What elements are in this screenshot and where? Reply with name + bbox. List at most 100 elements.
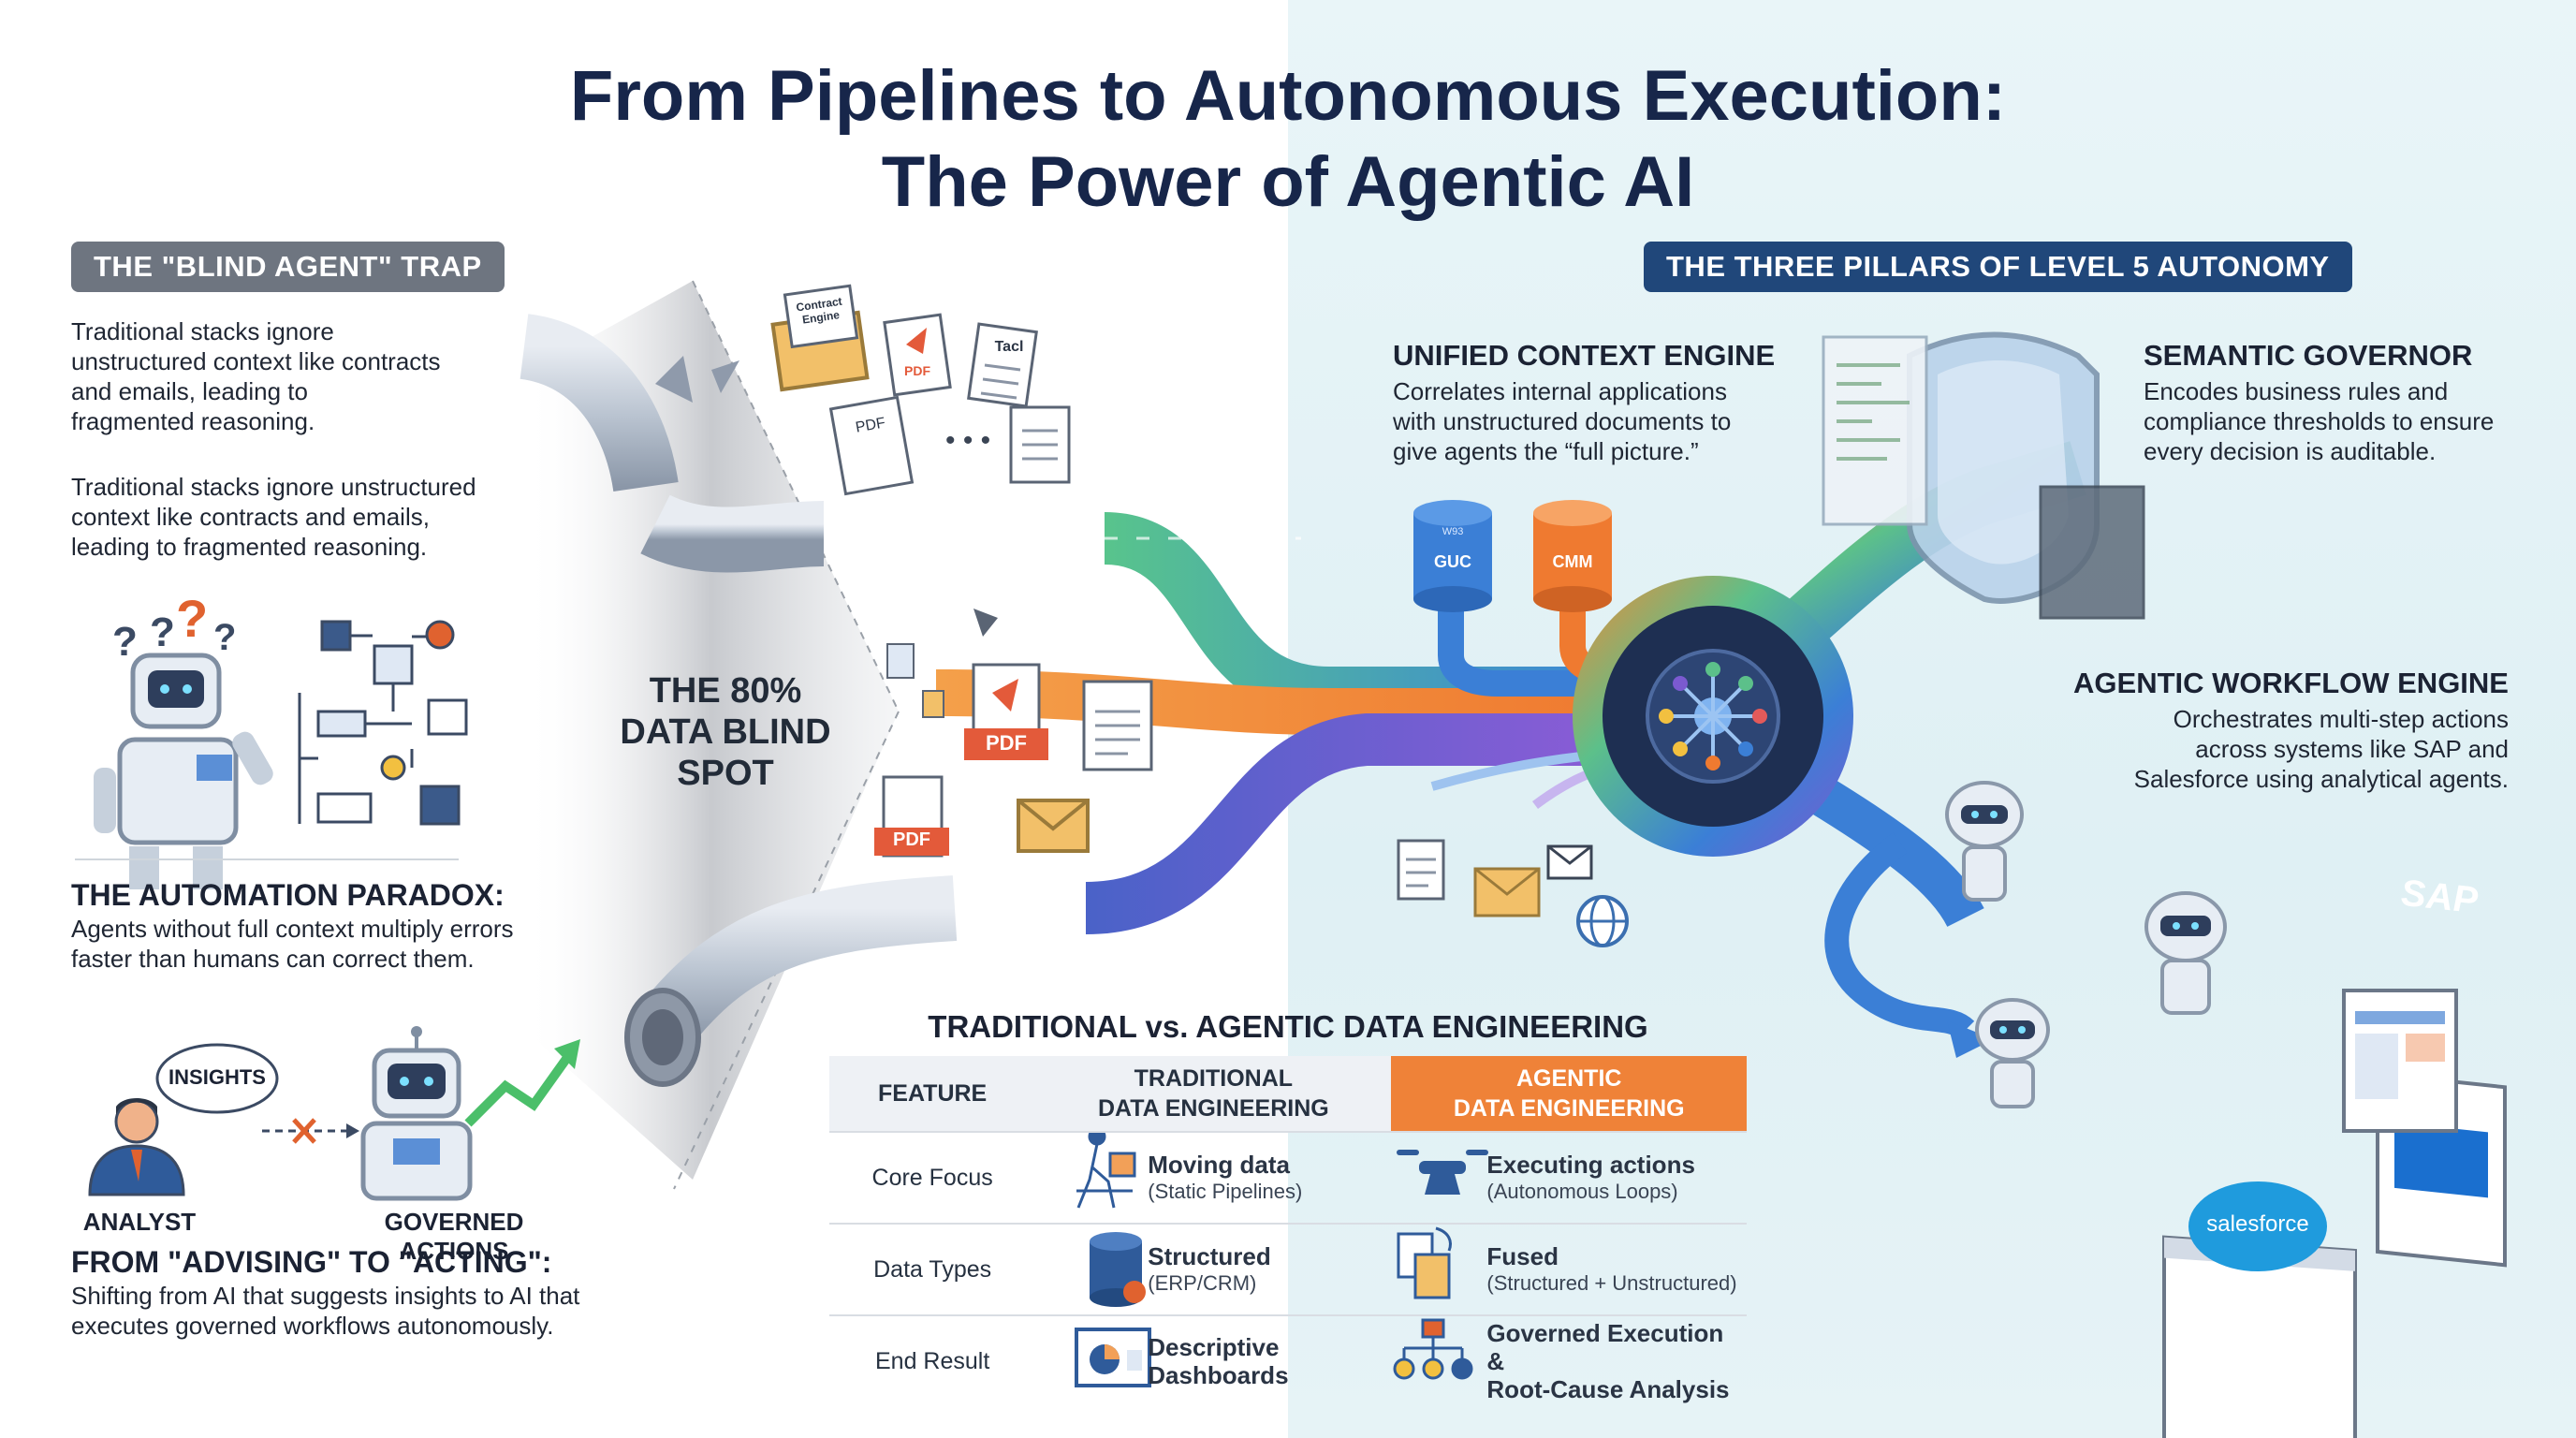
blind-spot-line: THE 80% [649,671,802,711]
blind-agent-trap-pill: THE "BLIND AGENT" TRAP [71,242,505,292]
trap-text-2: Traditional stacks ignore unstructured c… [71,472,539,562]
automation-paradox-title: THE AUTOMATION PARADOX: [71,878,505,912]
robot-icon-confused [94,653,273,889]
cell-main-text: Fused [1486,1242,1559,1270]
advising-to-acting-title: FROM "ADVISING" TO "ACTING": [71,1245,552,1279]
small-doc-icons [886,643,944,718]
envelope-icon-2 [1017,799,1090,853]
workflow-line: across systems like SAP and [2195,735,2509,763]
row-agentic-cell: Executing actions (Autonomous Loops) [1391,1132,1747,1225]
database-label-small: W93 [1442,526,1464,537]
semantic-line: compliance thresholds to ensure [2144,407,2495,435]
cell-main-text-2: Dashboards [1148,1361,1289,1389]
doc-label-tacl: Tacl [994,339,1024,355]
cell-main-text: Descriptive [1148,1333,1280,1361]
cell-main-text-2: Root-Cause Analysis [1486,1375,1730,1403]
insights-bubble [155,1043,279,1114]
code-panel-left [1822,335,1928,526]
header-feature: FEATURE [829,1056,1036,1133]
agentic-workflow-engine-text: Orchestrates multi-step actions across s… [2041,704,2509,794]
row-feature-label: End Result [874,1347,990,1374]
blind-spot-line: DATA BLIND [620,712,831,752]
unified-line: with unstructured documents to [1393,407,1732,435]
app-window-middle [2342,989,2458,1133]
stream-purple [1085,713,1610,934]
main-title-line-2: The Power of Agentic AI [881,142,1695,222]
analyst-label: ANALYST [82,1208,197,1236]
pdf-icon-1 [883,313,952,397]
cell-main-text: Governed Execution & [1486,1319,1724,1375]
cell-main-text: Moving data [1148,1151,1290,1179]
unified-context-hub [1573,576,1853,857]
org-tree-icon [1393,1318,1473,1380]
blind-spot-fog [524,281,899,1180]
governed-actions-label: GOVERNED ACTIONS [384,1208,524,1265]
flow-diagram-icon [298,620,468,826]
document-icon-3 [1082,680,1153,771]
agentic-workflow-engine-title: AGENTIC WORKFLOW ENGINE [2073,667,2509,699]
workflow-line: Orchestrates multi-step actions [2173,705,2509,733]
main-title-line-1: From Pipelines to Autonomous Execution: [569,56,2007,136]
header-traditional: TRADITIONAL DATA ENGINEERING [1035,1056,1392,1133]
acting-line: Shifting from AI that suggests insights … [71,1282,580,1310]
trap-text-1-line: Traditional stacks ignore [71,317,334,345]
robot-icon-bottom [1975,998,2050,1108]
trap-text-1: Traditional stacks ignore unstructured c… [71,316,502,436]
row-traditional-cell: Structured (ERP/CRM) [1035,1224,1392,1316]
trap-text-2-line: Traditional stacks ignore unstructured [71,473,476,501]
envelope-icon-bottom [1473,867,1541,917]
header-agentic-line: AGENTIC [1515,1065,1622,1092]
workflow-line: Salesforce using analytical agents. [2133,765,2509,793]
header-traditional-line: TRADITIONAL [1134,1065,1294,1092]
analyst-icon [88,1098,185,1196]
trap-text-1-line: and emails, leading to [71,377,308,405]
table-row: Core Focus Moving data (Static Pipelines… [829,1132,1747,1225]
robot-icon-governed [360,1026,473,1201]
cell-sub-text: (ERP/CRM) [1148,1271,1257,1295]
svg-text:?: ? [150,609,175,655]
row-traditional-cell: Moving data (Static Pipelines) [1035,1132,1392,1225]
globe-icon [1576,895,1629,947]
robot-icon-top [1945,781,2024,902]
pdf-icon-3 [964,663,1048,760]
broken-pipe-top [519,314,679,492]
header-traditional-line: DATA ENGINEERING [1097,1095,1329,1122]
unified-line: give agents the “full picture.” [1393,437,1699,465]
pdf-label-4: PDF [893,829,930,850]
row-agentic-cell: Fused (Structured + Unstructured) [1391,1224,1747,1316]
semantic-governor-title: SEMANTIC GOVERNOR [2144,339,2473,372]
row-agentic-cell: Governed Execution & Root-Cause Analysis [1391,1315,1747,1406]
envelope-icon-contract [770,284,870,392]
trap-text-1-line: fragmented reasoning. [71,407,315,435]
trap-text-2-line: leading to fragmented reasoning. [71,533,428,561]
three-pillars-pill: THE THREE PILLARS OF LEVEL 5 AUTONOMY [1644,242,2352,292]
svg-text:• • •: • • • [945,425,990,456]
automation-paradox-text: Agents without full context multiply err… [71,914,595,974]
pdf-label-3: PDF [986,731,1027,755]
svg-text:?: ? [213,617,236,658]
mail-outline-icon [1546,844,1593,880]
semantic-governor-text: Encodes business rules and compliance th… [2144,376,2537,466]
svg-text:?: ? [176,589,208,648]
database-icon-cmm [1533,500,1612,612]
salesforce-logo: salesforce [2206,1211,2309,1237]
row-feature-label: Core Focus [829,1132,1036,1225]
code-panel-right [2039,485,2145,620]
header-agentic-line: DATA ENGINEERING [1453,1095,1685,1122]
trap-text-2-line: context like contracts and emails, [71,503,430,531]
trap-text-1-line: unstructured context like contracts [71,347,441,375]
salesforce-window [2162,1181,2357,1438]
dashed-arrow-icon [262,1118,359,1144]
robot-icon-middle [2144,891,2227,1015]
trend-arrow-icon [464,1039,580,1127]
table-header-row: FEATURE TRADITIONAL DATA ENGINEERING AGE… [829,1056,1747,1133]
document-icon-1 [967,322,1038,408]
pdf-label-1: PDF [904,363,930,378]
blind-spot-line: SPOT [677,754,774,793]
cell-sub-text: (Autonomous Loops) [1486,1180,1678,1203]
document-icon-2 [1009,405,1071,484]
database-icon-guc [1413,500,1492,612]
cell-main-text: Executing actions [1486,1151,1695,1179]
header-agentic: AGENTIC DATA ENGINEERING [1391,1056,1747,1133]
